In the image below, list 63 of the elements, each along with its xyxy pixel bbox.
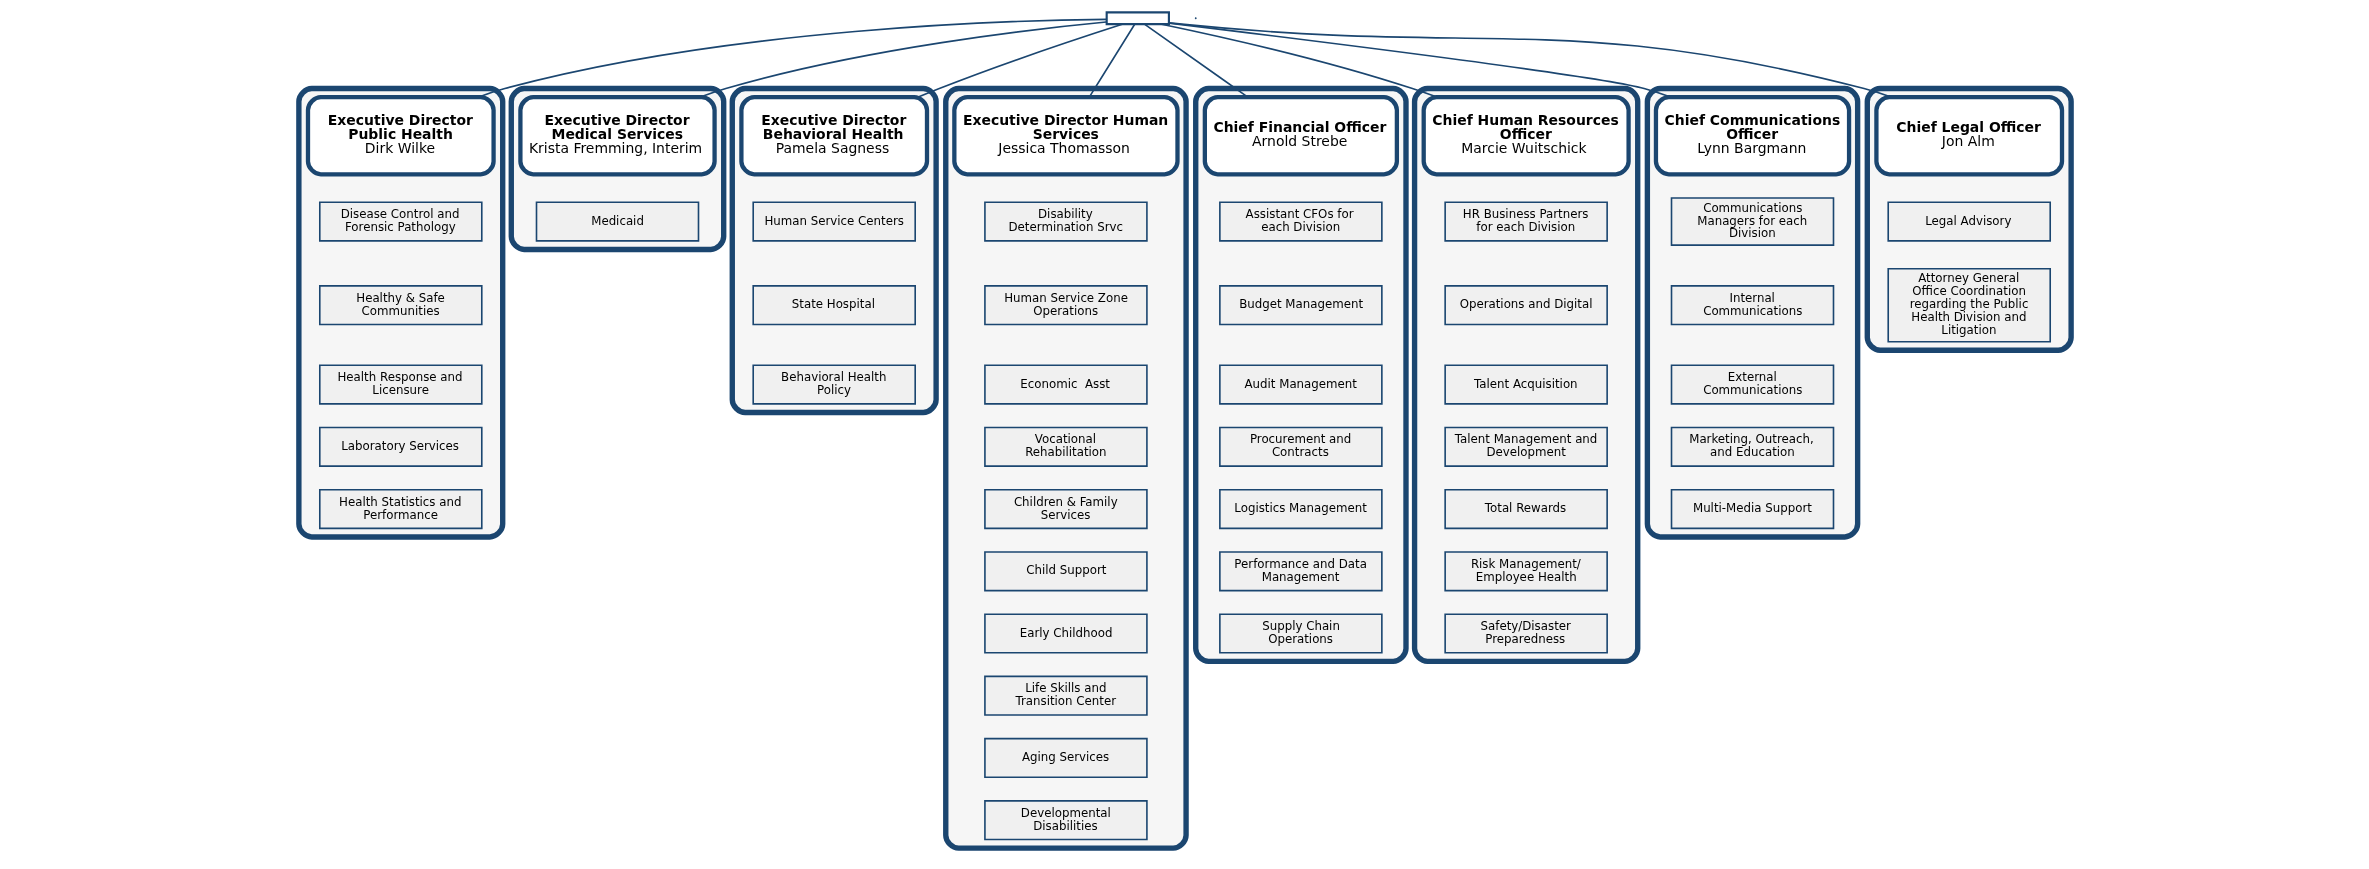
node-box: Talent Acquisition	[1443, 364, 1608, 405]
node-box: HR Business Partners for each Division	[1443, 201, 1608, 242]
node-box: Children & Family Services	[983, 488, 1148, 530]
connector	[1143, 23, 1248, 98]
node-box: Chief Communications Officer Lynn Bargmann	[1653, 94, 1851, 177]
node-box: Communications Managers for each Division	[1670, 197, 1834, 246]
node-box: Child Support	[983, 551, 1148, 592]
node-box: Chief Legal Officer Jon Alm	[1873, 94, 2064, 177]
node-box: Human Service Centers	[751, 201, 916, 242]
connector	[1160, 23, 1438, 98]
node-box: Executive Director Human Services Jessica Thomasson	[951, 94, 1180, 177]
node-box: Aging Services	[983, 737, 1148, 779]
node-box: Vocational Rehabilitation	[983, 426, 1148, 467]
node-box: External Communications	[1670, 364, 1834, 405]
node-box: Multi-Media Support	[1670, 488, 1834, 530]
cluster	[1411, 85, 1640, 665]
node-box: Internal Communications	[1670, 285, 1834, 326]
node-box: Logistics Management	[1218, 488, 1383, 530]
node-box: Supply Chain Operations	[1218, 613, 1383, 654]
cluster	[1644, 85, 1860, 540]
cluster	[295, 85, 505, 540]
cluster	[1192, 85, 1409, 665]
node-box: Chief Financial Officer Arnold Strebe	[1202, 94, 1399, 177]
node-box: Risk Management/ Employee Health	[1443, 551, 1608, 592]
node-box: Laboratory Services	[318, 426, 483, 467]
node-box: Early Childhood	[983, 613, 1148, 654]
node-box: Operations and Digital	[1443, 285, 1608, 326]
connector	[1088, 23, 1135, 98]
node-box: Disease Control and Forensic Pathology	[318, 201, 483, 242]
node-box: Disability Determination Srvc	[983, 201, 1148, 242]
node-box: State Hospital	[751, 285, 916, 326]
node-box: Healthy & Safe Communities	[318, 285, 483, 326]
node-box: Total Rewards	[1443, 488, 1608, 530]
cluster	[508, 85, 726, 253]
connector	[699, 21, 1107, 98]
cluster	[942, 85, 1189, 851]
node-box: Health Statistics and Performance	[318, 488, 483, 530]
node-box: Assistant CFOs for each Division	[1218, 201, 1383, 242]
node-box: Procurement and Contracts	[1218, 426, 1383, 467]
node-box: Legal Advisory	[1886, 201, 2051, 242]
node-box: Executive Director Public Health Dirk Wilke	[305, 94, 496, 177]
connector	[917, 23, 1123, 98]
node-box: Chief Human Resources Officer Marcie Wuitschick	[1421, 94, 1631, 177]
node-box	[1105, 11, 1170, 26]
node-box: Economic Asst	[983, 364, 1148, 405]
node-box: Budget Management	[1218, 285, 1383, 326]
node-box: Executive Director Behavioral Health Pamela Sagness	[738, 94, 929, 177]
node-box: Human Service Zone Operations	[983, 285, 1148, 326]
node-box: Attorney General Office Coordination regarding the Public Health Division and Litigation	[1886, 267, 2051, 343]
cluster	[1864, 85, 2074, 353]
node-box: Audit Management	[1218, 364, 1383, 405]
connector	[1167, 22, 1892, 98]
node-box: Developmental Disabilities	[983, 800, 1148, 841]
node-box: Medicaid	[535, 201, 699, 242]
cluster	[729, 85, 939, 416]
node-box: Marketing, Outreach, and Education	[1670, 426, 1834, 467]
node-box: Executive Director Medical Services Krista Fremming, Interim	[517, 94, 717, 177]
node-box: Behavioral Health Policy	[751, 364, 916, 405]
node-box: Performance and Data Management	[1218, 551, 1383, 592]
node-box: Talent Management and Development	[1443, 426, 1608, 467]
node-box: Life Skills and Transition Center	[983, 675, 1148, 716]
node-box: Safety/Disaster Preparedness	[1443, 613, 1608, 654]
node-box: Health Response and Licensure	[318, 364, 483, 405]
